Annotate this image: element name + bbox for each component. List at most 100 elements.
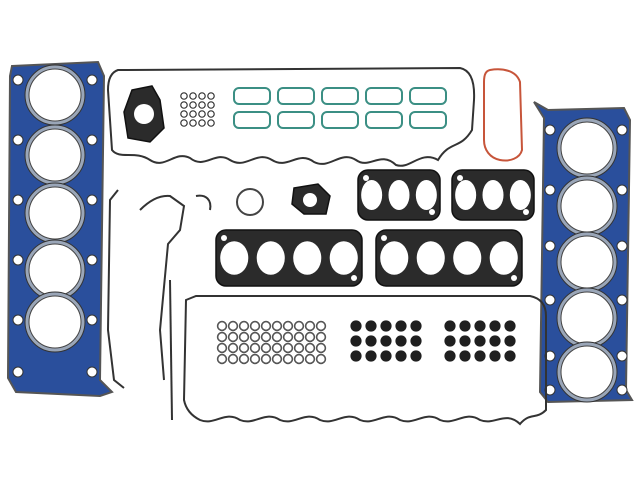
grey-seal [315, 320, 327, 332]
grey-seal [271, 320, 283, 332]
intake-port-gasket [321, 111, 359, 129]
exhaust-port [388, 180, 410, 210]
black-seal [444, 335, 456, 347]
black-seal [459, 320, 471, 332]
gasket-bolt-hole [457, 175, 463, 181]
grey-seal [238, 331, 250, 343]
dark-gasket-hole [134, 104, 154, 124]
small-oring [180, 119, 188, 127]
grey-seal [260, 342, 272, 354]
intake-port-gasket [233, 111, 271, 129]
exhaust-port [220, 241, 249, 275]
cylinder-bore [560, 291, 614, 345]
cylinder-bore [28, 295, 82, 349]
timing-cover-seal-right [195, 194, 212, 211]
orange-oval-seal [483, 68, 524, 162]
black-seal [459, 350, 471, 362]
grey-seal [227, 331, 239, 343]
grey-seal [249, 320, 261, 332]
grey-seal [216, 342, 228, 354]
intake-port-gasket [409, 111, 447, 129]
grey-seal [249, 342, 261, 354]
cylinder-bore [28, 186, 82, 240]
bolt-hole [544, 184, 556, 196]
grey-seal [315, 331, 327, 343]
exhaust-port [361, 180, 383, 210]
small-orings-top [180, 92, 215, 127]
bolt-hole [616, 384, 628, 396]
small-oring [180, 110, 188, 118]
bolt-hole [86, 254, 98, 266]
gasket-bolt-hole [221, 235, 227, 241]
bolt-hole [86, 314, 98, 326]
bolt-hole [12, 314, 24, 326]
black-seal [410, 320, 422, 332]
lower-valve-cover-gasket [182, 295, 547, 426]
grey-seal [304, 320, 316, 332]
gasket-bolt-hole [381, 235, 387, 241]
grey-seal [249, 353, 261, 365]
bolt-hole [86, 194, 98, 206]
small-oring [189, 119, 197, 127]
timing-cover-seal-left [106, 189, 125, 389]
grey-seal [271, 331, 283, 343]
bolt-hole [12, 134, 24, 146]
right-head-gasket [533, 101, 634, 404]
black-seal [474, 320, 486, 332]
valve-stem-seals-black-left [350, 320, 422, 362]
grey-seal [293, 342, 305, 354]
intake-port-gasket [321, 87, 359, 105]
small-oring [180, 92, 188, 100]
black-seal [365, 320, 377, 332]
exhaust-port [415, 180, 437, 210]
grey-seal [216, 353, 228, 365]
bolt-hole [12, 194, 24, 206]
bolt-hole [616, 350, 628, 362]
upper-valve-cover-gasket [106, 66, 476, 167]
grey-seal [315, 353, 327, 365]
grey-seal [282, 331, 294, 343]
grey-seal [238, 320, 250, 332]
grey-seal [282, 353, 294, 365]
small-oring [189, 110, 197, 118]
black-seal [474, 350, 486, 362]
black-seal [350, 350, 362, 362]
cylinder-bore [560, 121, 614, 175]
black-seal [489, 320, 501, 332]
valve-stem-seals-grey [216, 320, 327, 365]
grey-seal [271, 342, 283, 354]
black-seal [504, 335, 516, 347]
cylinder-bore [28, 243, 82, 297]
black-seal [380, 335, 392, 347]
black-seal [444, 350, 456, 362]
grey-seal [282, 342, 294, 354]
cylinder-bore [560, 235, 614, 289]
grey-seal [304, 331, 316, 343]
black-seal [489, 350, 501, 362]
black-seal [395, 350, 407, 362]
grey-seal [304, 342, 316, 354]
long-strip-seal [169, 279, 173, 421]
small-dark-gasket-hole [303, 193, 317, 207]
bolt-hole [616, 294, 628, 306]
exhaust-port [453, 241, 482, 275]
gasket-bolt-hole [429, 209, 435, 215]
grey-seal [260, 320, 272, 332]
intake-port-gasket [409, 87, 447, 105]
black-seal [395, 320, 407, 332]
bolt-hole [616, 240, 628, 252]
bolt-hole [86, 366, 98, 378]
black-seal [380, 350, 392, 362]
intake-port-gasket [277, 87, 315, 105]
exhaust-manifold-gasket [375, 229, 523, 287]
gasket-bolt-hole [523, 209, 529, 215]
grey-seal [293, 331, 305, 343]
cylinder-bore [560, 345, 614, 399]
exhaust-port [509, 180, 531, 210]
grey-seal [238, 342, 250, 354]
grey-seal [238, 353, 250, 365]
black-seal [365, 350, 377, 362]
intake-port-gasket [277, 111, 315, 129]
exhaust-port [293, 241, 322, 275]
small-oring [207, 92, 215, 100]
